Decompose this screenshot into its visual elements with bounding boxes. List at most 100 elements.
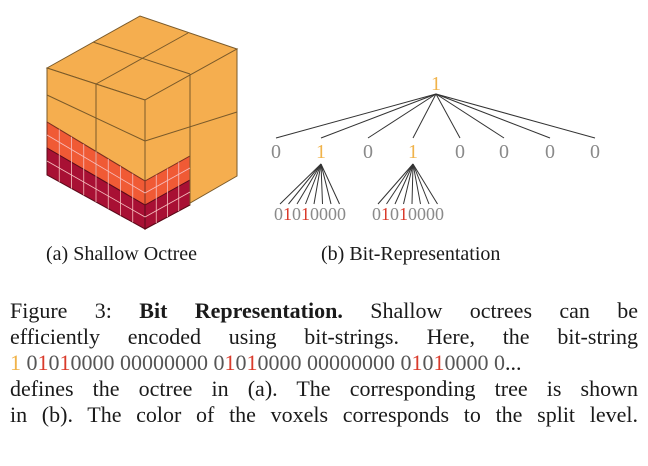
cube-grid-line: [46, 134, 146, 194]
tree-edge: [320, 163, 323, 205]
tree-edge: [412, 93, 437, 139]
caption-bit: 1: [224, 350, 236, 375]
tree-level1-bit: 0: [455, 141, 465, 163]
caption-bitstring: 01010000 00000000 01010000 00000000 0101…: [27, 350, 522, 375]
caption-bit: 0: [103, 350, 115, 375]
leaf-bit: 0: [372, 204, 381, 224]
tree-edge: [386, 163, 414, 205]
leaf-bit: 1: [399, 204, 408, 224]
cube-grid-line: [95, 32, 189, 85]
caption-bit: 0: [400, 350, 412, 375]
tree-level1-bit: 0: [590, 141, 600, 163]
tree-level1-bit: 0: [499, 141, 509, 163]
leaf-bitstring-2: 01010000: [372, 204, 444, 224]
tree-edge: [412, 163, 421, 205]
caption-bit: .: [505, 350, 511, 375]
tree-edge: [305, 163, 322, 205]
caption-bit: 1: [411, 350, 423, 375]
caption-bit: 0: [213, 350, 225, 375]
leaf-bit: 0: [328, 204, 337, 224]
leaf-bit: 0: [337, 204, 346, 224]
tree-edge: [435, 93, 551, 139]
tree-edges: [275, 93, 596, 205]
panel-a-label: (a) Shallow Octree: [46, 243, 198, 265]
caption-title: Bit Representation.: [139, 298, 343, 323]
caption-bit: 0: [175, 350, 186, 375]
tree-edge: [313, 163, 322, 205]
leaf-bit: 0: [274, 204, 283, 224]
caption-bit: 0: [477, 350, 489, 375]
caption-bit: 0: [384, 350, 395, 375]
cube-grid-lines: [46, 32, 238, 223]
leaf-bit: 1: [381, 204, 390, 224]
caption-line1-text: Shallow octrees can be: [370, 298, 639, 323]
tree-level1-bit: 1: [316, 141, 326, 163]
caption-bit: 0: [455, 350, 467, 375]
tree-edge: [435, 93, 596, 139]
tree-edge: [412, 163, 438, 205]
caption-bit: 0: [329, 350, 340, 375]
caption-line-1: Figure 3: Bit Representation. Shallow oc…: [10, 298, 638, 324]
caption-bit: 0: [197, 350, 208, 375]
caption-bit: 0: [444, 350, 456, 375]
caption-bit: 0: [494, 350, 505, 375]
cube-grid-line: [144, 111, 238, 142]
tree-edge: [412, 163, 430, 205]
caption-line-2: efficiently encoded using bit-strings. H…: [10, 324, 638, 349]
caption-bit: 0: [26, 350, 38, 375]
tree-edge: [403, 163, 414, 205]
caption-bit: 1: [433, 350, 445, 375]
caption-bitstring-root: 1: [10, 350, 21, 375]
caption-bit: 0: [340, 350, 351, 375]
tree-edge: [394, 163, 414, 205]
caption-bit: 0: [307, 350, 318, 375]
caption-bit: 0: [120, 350, 131, 375]
caption-bit: 0: [186, 350, 197, 375]
tree-level1-bit: 0: [363, 141, 373, 163]
tree-edge: [296, 163, 322, 205]
leaf-bit: 0: [408, 204, 417, 224]
caption-bit: 0: [362, 350, 373, 375]
caption-bit: 0: [92, 350, 104, 375]
caption-bit: 0: [153, 350, 164, 375]
caption-bit: 0: [235, 350, 247, 375]
leaf-bit: 0: [435, 204, 444, 224]
leaf-bit: 1: [283, 204, 292, 224]
leaf-bit: 0: [319, 204, 328, 224]
caption-bit: 1: [59, 350, 71, 375]
leaf-bit: 0: [390, 204, 399, 224]
panel-b-label: (b) Bit-Representation: [321, 243, 501, 265]
cube-grid-line: [46, 94, 146, 142]
leaf-bit: 0: [292, 204, 301, 224]
caption-figure-number: Figure 3:: [10, 298, 112, 323]
caption-bit: 0: [48, 350, 60, 375]
caption-bit: .: [510, 350, 517, 375]
cube-grid-line: [92, 41, 191, 75]
tree-edge: [320, 163, 332, 205]
tree-edge: [288, 163, 322, 205]
caption-bit: 0: [351, 350, 362, 375]
caption-bit: 1: [37, 350, 49, 375]
tree-edge: [411, 163, 414, 205]
tree-edge: [367, 93, 437, 139]
caption-line-4: defines the octree in (a). The correspon…: [10, 376, 638, 401]
tree-edge: [435, 93, 505, 139]
tree-edge: [320, 93, 437, 139]
leaf-bit: 0: [426, 204, 435, 224]
caption-bit: 0: [164, 350, 175, 375]
tree-edge: [435, 93, 461, 139]
caption-bit: 0: [81, 350, 93, 375]
caption-bit: 0: [268, 350, 280, 375]
caption-line-5: in (b). The color of the voxels correspo…: [10, 402, 638, 427]
caption-bit: 1: [246, 350, 258, 375]
leaf-bitstring-1: 01010000: [274, 204, 346, 224]
tree-edge: [275, 93, 437, 139]
caption-bit: .: [516, 350, 522, 375]
caption-bit: 0: [318, 350, 329, 375]
caption-bit: 0: [142, 350, 153, 375]
cube-grid-line: [144, 191, 191, 218]
tree-edge: [377, 163, 414, 205]
caption-bit: 0: [257, 350, 269, 375]
caption-bit: 0: [466, 350, 478, 375]
